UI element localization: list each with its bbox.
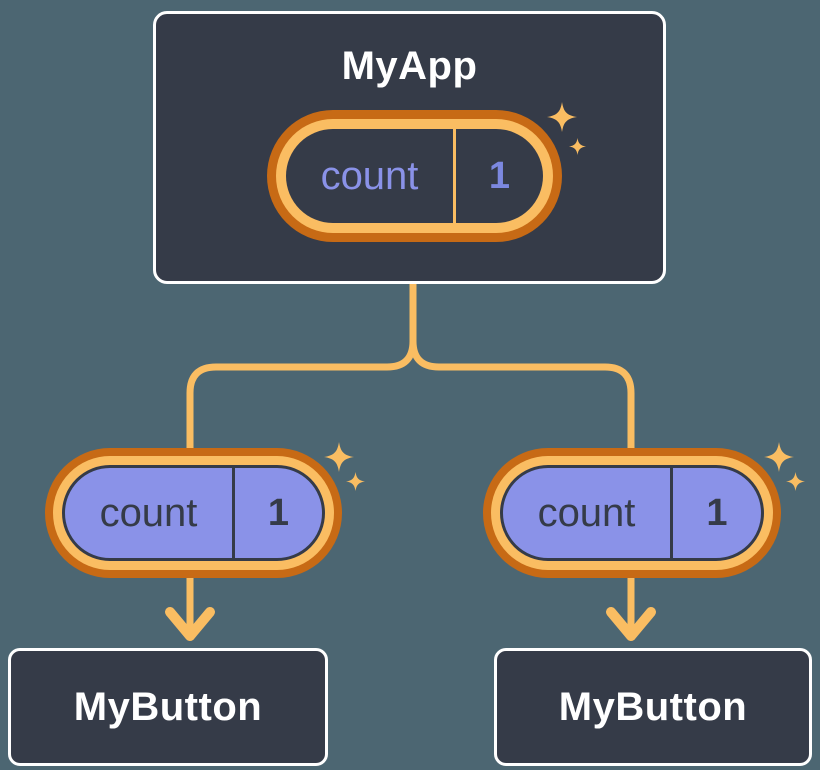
node-mybutton-right: MyButton (494, 648, 812, 766)
node-mybutton-left: MyButton (8, 648, 328, 766)
node-myapp: MyApp count 1 (153, 11, 666, 284)
sparkle-icon (764, 442, 794, 472)
state-pill-myapp: count 1 (267, 110, 562, 242)
connector-right-branch (409, 284, 635, 636)
pill-ring: count 1 (491, 456, 773, 570)
sparkle-icon (324, 442, 354, 472)
prop-value: 1 (706, 491, 728, 534)
sparkle-icon (786, 472, 805, 491)
sparkle-icon (346, 472, 365, 491)
pill-divider (232, 468, 235, 558)
pill-ring: count 1 (276, 119, 553, 233)
prop-pill-right: count 1 (483, 448, 781, 578)
sparkle-icon (569, 138, 586, 155)
state-name: count (320, 153, 419, 198)
state-value: 1 (488, 154, 511, 197)
pill-body: count 1 (62, 465, 325, 561)
arrow-down-icon (606, 607, 656, 641)
node-title: MyApp (341, 44, 478, 88)
prop-name: count (537, 490, 636, 535)
pill-divider (453, 129, 456, 223)
prop-value: 1 (267, 491, 290, 534)
pill-body: count 1 (500, 465, 764, 561)
pill-body: count 1 (286, 129, 543, 223)
pill-divider (670, 468, 673, 558)
prop-pill-left: count 1 (45, 448, 342, 578)
pill-ring: count 1 (53, 456, 334, 570)
node-title: MyButton (558, 684, 748, 729)
node-title: MyButton (73, 684, 263, 729)
prop-name: count (99, 490, 198, 535)
sparkle-icon (547, 102, 577, 132)
arrow-down-icon (165, 607, 215, 641)
